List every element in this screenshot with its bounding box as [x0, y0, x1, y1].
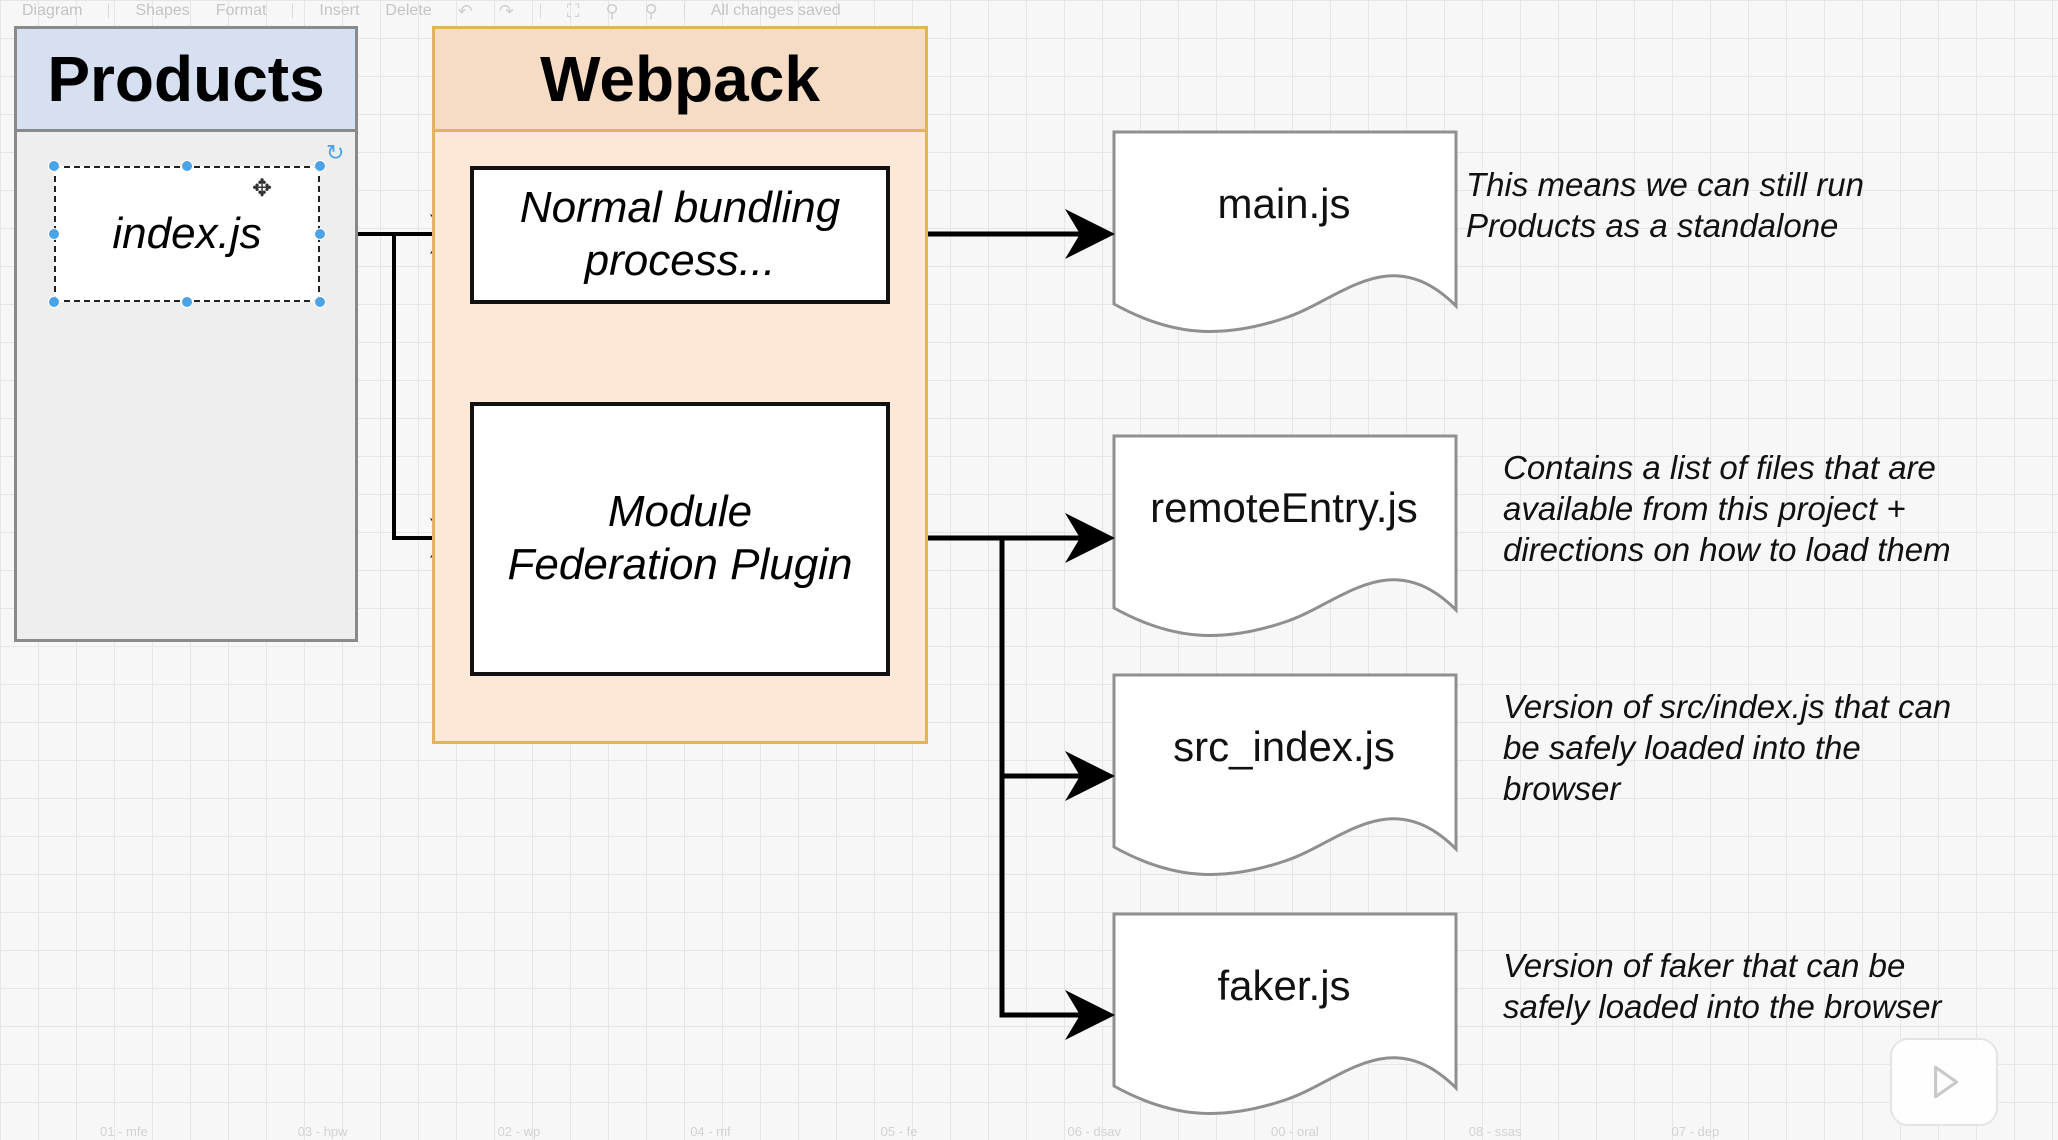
page-tab[interactable]: 04 - mf	[690, 1123, 731, 1139]
rotate-icon[interactable]: ↻	[326, 140, 345, 165]
page-tab[interactable]: 02 - wp	[497, 1123, 541, 1139]
connector-mfp-to-faker[interactable]	[999, 776, 1115, 1040]
file-label-faker: faker.js	[1217, 962, 1351, 1009]
zoom-in-icon[interactable]: ⚲	[605, 0, 619, 21]
play-icon	[1934, 1065, 1959, 1099]
resize-handle[interactable]	[48, 160, 60, 172]
toolbar-divider	[539, 4, 541, 18]
lane-products-title: Products	[17, 29, 355, 132]
page-tab[interactable]: 05 - fe	[880, 1123, 918, 1139]
note-faker-line: safely loaded into the browser	[1503, 988, 1942, 1025]
note-main-line: Products as a standalone	[1466, 207, 1839, 244]
connector-mfp-to-src-index[interactable]	[999, 538, 1115, 801]
note-remote-entry-line: directions on how to load them	[1503, 531, 1951, 568]
document-shape-faker[interactable]	[1112, 912, 1458, 1115]
document-shape-src-index[interactable]	[1112, 673, 1458, 876]
mfp-line2: Federation Plugin	[507, 540, 853, 589]
page-tabs-bar: 01 - mfe 03 - hpw 02 - wp 04 - mf 05 - f…	[0, 1122, 2058, 1140]
note-src-index-line: be safely loaded into the	[1503, 729, 1861, 766]
page-tab[interactable]: 06 - dsav	[1067, 1123, 1122, 1139]
note-remote-entry-line: available from this project +	[1503, 490, 1906, 527]
page-tab[interactable]: 01 - mfe	[100, 1123, 148, 1139]
mfp-line1: Module	[607, 487, 753, 537]
move-cursor-icon: ✥	[252, 175, 273, 202]
note-remote-entry: Contains a list of files that are availa…	[1503, 447, 1951, 570]
resize-handle[interactable]	[314, 160, 326, 172]
note-main: This means we can still run Products as …	[1466, 164, 1864, 246]
file-label-remote-entry: remoteEntry.js	[1150, 484, 1418, 531]
toolbar-divider	[292, 4, 294, 18]
page-tab[interactable]: 08 - ssas	[1468, 1123, 1522, 1139]
resize-handle[interactable]	[314, 228, 326, 240]
fullscreen-icon[interactable]: ⛶	[566, 0, 580, 21]
toolbar-divider	[108, 4, 110, 18]
index-js-label: index.js	[112, 208, 262, 258]
menu-shapes[interactable]: Shapes	[135, 2, 190, 19]
normal-bundling-line2: process...	[584, 236, 776, 285]
menu-format[interactable]: Format	[215, 2, 267, 19]
page-tab[interactable]: 00 - oral	[1271, 1123, 1319, 1139]
play-button[interactable]	[1890, 1038, 1998, 1126]
normal-bundling-line1: Normal bundling	[519, 183, 841, 233]
resize-handle[interactable]	[48, 228, 60, 240]
lane-webpack-title: Webpack	[435, 29, 925, 132]
note-src-index-line: Version of src/index.js that can	[1503, 688, 1952, 725]
file-label-main: main.js	[1217, 180, 1351, 227]
toolbar: Diagram Shapes Format Insert Delete ↶ ↷ …	[0, 0, 2058, 22]
redo-icon[interactable]: ↷	[498, 0, 514, 21]
page-tab[interactable]: 03 - hpw	[297, 1123, 348, 1139]
normal-bundling-box[interactable]: Normal bundling process...	[470, 166, 890, 304]
document-shape-main[interactable]	[1112, 130, 1458, 333]
note-remote-entry-line: Contains a list of files that are	[1503, 449, 1936, 486]
menu-delete[interactable]: Delete	[385, 2, 432, 19]
undo-icon[interactable]: ↶	[457, 0, 473, 21]
toolbar-divider	[683, 4, 685, 18]
resize-handle[interactable]	[181, 296, 193, 308]
note-src-index: Version of src/index.js that can be safe…	[1503, 686, 1951, 809]
lane-products[interactable]: Products	[14, 26, 358, 642]
resize-handle[interactable]	[181, 160, 193, 172]
save-status: All changes saved	[710, 2, 841, 19]
file-label-src-index: src_index.js	[1173, 723, 1395, 770]
menu-diagram[interactable]: Diagram	[22, 2, 83, 19]
note-faker-line: Version of faker that can be	[1503, 947, 1906, 984]
document-shape-remote-entry[interactable]	[1112, 434, 1458, 637]
page-tab[interactable]: 07 - dep	[1671, 1123, 1720, 1139]
module-federation-plugin-box[interactable]: Module Federation Plugin	[470, 402, 890, 676]
menu-insert[interactable]: Insert	[319, 2, 360, 19]
note-main-line: This means we can still run	[1466, 166, 1864, 203]
note-faker: Version of faker that can be safely load…	[1503, 945, 1941, 1027]
index-js-box[interactable]: index.js	[54, 166, 320, 302]
resize-handle[interactable]	[48, 296, 60, 308]
zoom-out-icon[interactable]: ⚲	[644, 0, 658, 21]
resize-handle[interactable]	[314, 296, 326, 308]
note-src-index-line: browser	[1503, 770, 1621, 807]
